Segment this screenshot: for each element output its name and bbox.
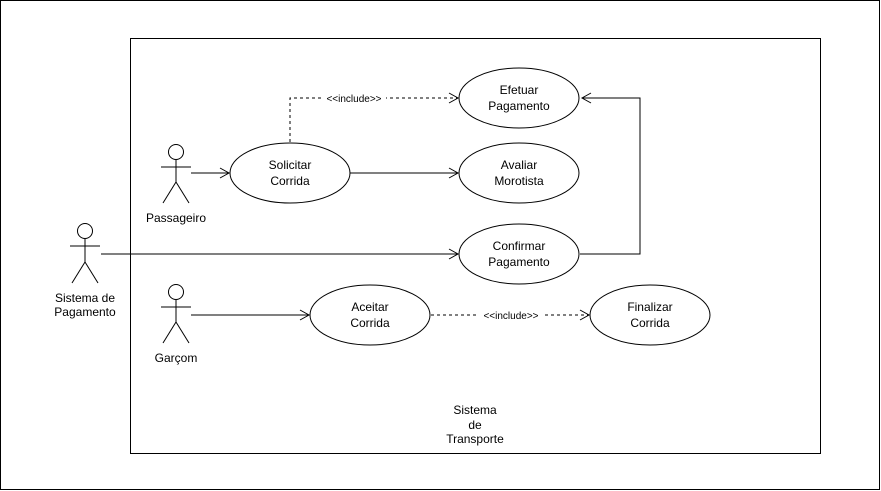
usecase-confirmar-label-line1: Confirmar [493,239,546,253]
usecase-finalizar-label-line1: Finalizar [627,300,672,314]
include-label-bg-bottom [479,309,543,322]
actor-sistema-head [77,223,93,239]
usecase-aceitar-corrida[interactable]: Aceitar Corrida [309,284,431,346]
actor-passageiro[interactable] [161,144,191,204]
usecase-efetuar-label-line2: Pagamento [488,99,550,113]
usecase-solicitar-label-line1: Solicitar [269,158,312,172]
usecase-solicitar-corrida[interactable]: Solicitar Corrida [229,142,351,204]
actor-passageiro-head [168,144,184,160]
include-label-top: <<include>> [326,94,381,105]
system-label-line1: Sistema [453,403,497,417]
actor-passageiro-label: Passageiro [146,211,206,225]
usecase-finalizar-label-line2: Corrida [630,316,670,330]
system-label-line2: de [468,418,482,432]
include-label-bg-top [322,92,386,105]
usecase-aceitar-label-line2: Corrida [350,316,390,330]
actor-garcom-label: Garçom [155,351,198,365]
usecase-aceitar-label-line1: Aceitar [351,300,388,314]
usecase-solicitar-label-line2: Corrida [270,174,310,188]
usecase-avaliar-label-line1: Avaliar [501,158,537,172]
usecase-efetuar-label-line1: Efetuar [500,83,539,97]
usecase-finalizar-corrida[interactable]: Finalizar Corrida [589,284,711,346]
assoc-confirmar-efetuar [580,92,641,255]
system-label-line3: Transporte [446,432,504,446]
include-label-bottom: <<include>> [483,311,538,322]
usecase-avaliar-motorista[interactable]: Avaliar Morotista [458,142,580,204]
actor-garcom[interactable] [161,284,191,344]
actor-sistema-label-line2: Pagamento [54,305,116,319]
usecase-avaliar-label-line2: Morotista [494,174,544,188]
usecase-confirmar-pagamento[interactable]: Confirmar Pagamento [458,223,580,285]
usecase-efetuar-pagamento[interactable]: Efetuar Pagamento [458,67,580,129]
usecase-confirmar-label-line2: Pagamento [488,255,550,269]
actor-sistema-label-line1: Sistema de [55,291,115,305]
actor-garcom-head [168,284,184,300]
include-solicitar-efetuar [289,92,460,142]
actor-sistema-pagamento[interactable] [70,223,100,284]
